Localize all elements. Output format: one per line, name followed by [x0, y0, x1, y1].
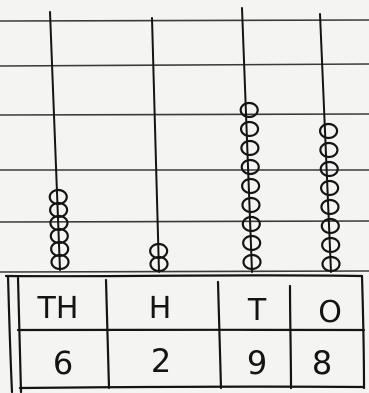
digit-ones: 8 — [312, 344, 332, 382]
header-hundreds: H — [149, 291, 172, 326]
column-divider — [290, 286, 291, 388]
header-thousands: TH — [37, 291, 79, 326]
digit-hundreds: 2 — [151, 342, 171, 380]
table-middle-border — [18, 330, 364, 331]
header-tens: T — [247, 293, 267, 328]
digit-thousands: 6 — [53, 344, 73, 382]
header-ones: O — [318, 295, 342, 330]
ruled-line — [0, 221, 369, 222]
ruled-line — [0, 271, 369, 272]
digit-tens: 9 — [247, 344, 267, 382]
ruled-line — [0, 20, 369, 21]
ruled-line — [0, 114, 369, 115]
table-bottom-border — [20, 387, 364, 388]
table-top-border — [6, 275, 362, 276]
